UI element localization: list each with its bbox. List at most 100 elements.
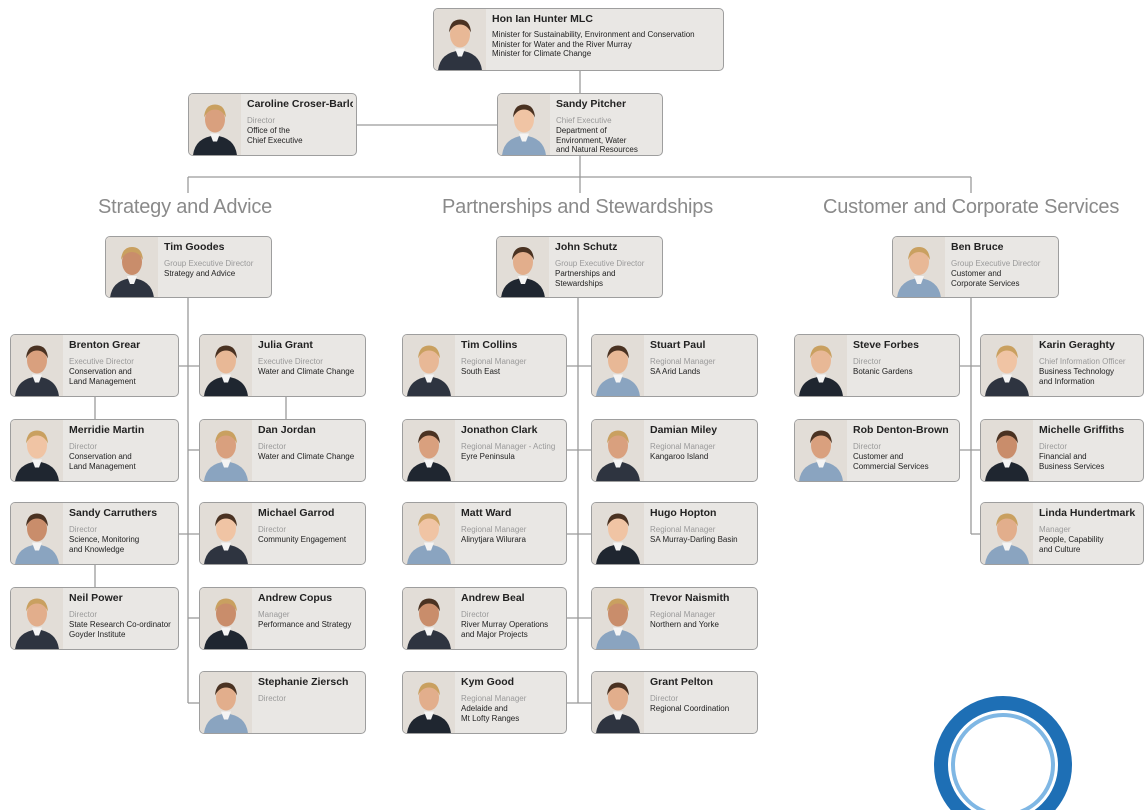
card-name: Sandy Carruthers — [69, 507, 158, 519]
photo-ian-hunter — [434, 9, 486, 70]
card-name: Dan Jordan — [258, 424, 316, 436]
card-unit: Partnerships and Stewardships — [555, 269, 616, 288]
card-unit: River Murray Operations and Major Projec… — [461, 620, 549, 639]
card-name: Michelle Griffiths — [1039, 424, 1125, 436]
card-role: Chief Information Officer — [1039, 357, 1126, 366]
section-title-customer: Customer and Corporate Services — [823, 196, 1120, 218]
person-photo — [795, 335, 847, 396]
person-photo — [11, 420, 63, 481]
org-chart: Strategy and Advice Partnerships and Ste… — [10, 8, 1144, 810]
card-role: Director — [258, 442, 287, 451]
connector-lines — [94, 71, 980, 704]
person-photo — [403, 672, 455, 733]
card-name: Andrew Copus — [258, 592, 333, 604]
person-photo — [795, 420, 847, 481]
card-unit: Performance and Strategy — [258, 620, 352, 629]
card-role: Director — [258, 694, 287, 703]
card-unit: Northern and Yorke — [650, 620, 719, 629]
card-unit: Strategy and Advice — [164, 269, 236, 278]
card-role: Director — [853, 442, 882, 451]
person-photo — [893, 237, 945, 297]
card-name: Tim Goodes — [164, 241, 225, 253]
card-role: Director — [461, 610, 490, 619]
card-role: Director — [69, 610, 98, 619]
person-photo — [592, 588, 644, 649]
person-photo — [592, 503, 644, 564]
card-name: Stephanie Ziersch — [258, 676, 349, 688]
card-unit: Kangaroo Island — [650, 452, 709, 461]
section-title-partnerships: Partnerships and Stewardships — [442, 196, 714, 218]
card-name: Kym Good — [461, 676, 515, 688]
card-sandy-pitcher: Sandy Pitcher Chief Executive Department… — [497, 93, 663, 156]
person-photo — [11, 503, 63, 564]
card-unit: Financial and Business Services — [1039, 452, 1105, 471]
person-photo — [592, 672, 644, 733]
person-photo — [403, 588, 455, 649]
card-unit: People, Capability and Culture — [1039, 535, 1104, 554]
card-name: Tim Collins — [461, 339, 518, 351]
person-photo — [981, 335, 1033, 396]
card-unit: Department of Environment, Water and Nat… — [556, 126, 638, 153]
card-unit: Water and Climate Change — [258, 367, 355, 376]
card-name: Andrew Beal — [461, 592, 525, 604]
card-unit: Botanic Gardens — [853, 367, 913, 376]
card-role: Regional Manager — [461, 525, 527, 534]
card-role: Director — [650, 694, 679, 703]
card-name: Stuart Paul — [650, 339, 706, 351]
card-portfolio: Minister for Sustainability, Environment… — [492, 30, 695, 58]
card-role: Group Executive Director — [951, 259, 1041, 268]
card-unit: State Research Co-ordinator Goyder Insti… — [69, 620, 171, 639]
person-photo — [592, 420, 644, 481]
card-caroline-croser-barlow: Caroline Croser-Barlow Director Office o… — [188, 93, 357, 156]
person-photo — [106, 237, 158, 297]
card-role: Chief Executive — [556, 116, 612, 125]
card-name: Hon Ian Hunter MLC — [492, 13, 593, 25]
card-role: Director — [69, 525, 98, 534]
card-minister: Hon Ian Hunter MLC Minister for Sustaina… — [433, 8, 724, 71]
person-photo — [11, 588, 63, 649]
card-unit: Conservation and Land Management — [69, 452, 136, 471]
card-role: Regional Manager — [461, 694, 527, 703]
card-role: Director — [1039, 442, 1068, 451]
person-photo — [200, 672, 252, 733]
card-name: John Schutz — [555, 241, 618, 253]
card-name: Linda Hundertmark — [1039, 507, 1136, 519]
card-unit: SA Murray-Darling Basin — [650, 535, 738, 544]
card-name: Karin Geraghty — [1039, 339, 1115, 351]
card-name: Julia Grant — [258, 339, 313, 351]
person-photo — [403, 420, 455, 481]
card-name: Matt Ward — [461, 507, 512, 519]
person-photo — [497, 237, 549, 297]
person-photo — [981, 503, 1033, 564]
card-unit: Adelaide and Mt Lofty Ranges — [461, 704, 520, 723]
card-name: Brenton Grear — [69, 339, 141, 351]
card-role: Director — [258, 525, 287, 534]
card-role: Regional Manager — [650, 525, 716, 534]
card-role: Executive Director — [258, 357, 323, 366]
card-unit: Conservation and Land Management — [69, 367, 136, 386]
card-name: Hugo Hopton — [650, 507, 717, 519]
person-photo — [403, 503, 455, 564]
card-role: Regional Manager - Acting — [461, 442, 556, 451]
person-photo — [592, 335, 644, 396]
card-unit: Eyre Peninsula — [461, 452, 515, 461]
card-name: Michael Garrod — [258, 507, 335, 519]
card-unit: South East — [461, 367, 501, 376]
